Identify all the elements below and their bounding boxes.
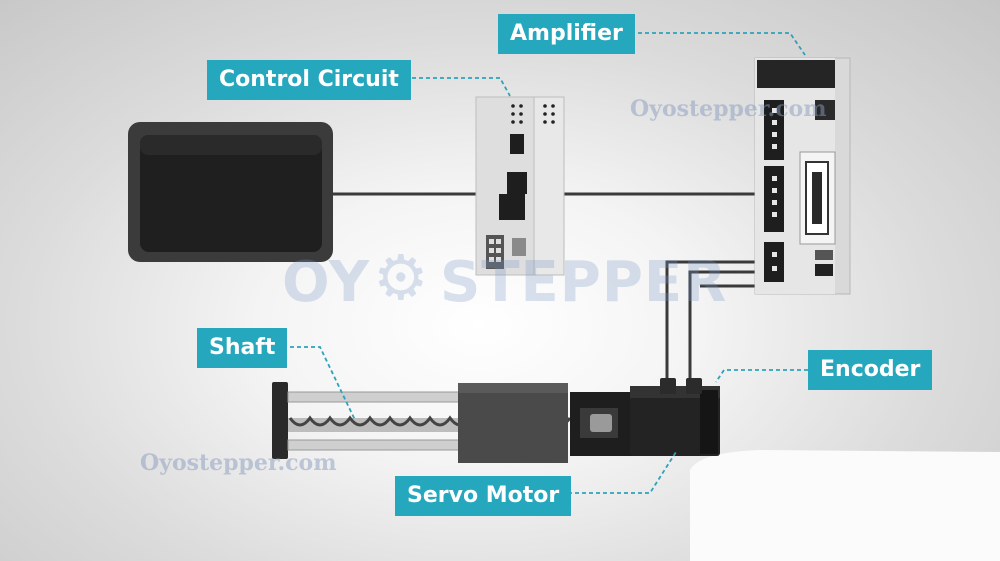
floor-highlight: [690, 450, 1000, 561]
watermark-logo-left: OY: [282, 250, 371, 315]
shaft-linear-stage: [272, 382, 572, 463]
shaft-label: Shaft: [197, 328, 288, 368]
display-monitor: [128, 122, 333, 262]
amplifier-unit: [754, 57, 851, 295]
servo-motor-label: Servo Motor: [395, 476, 572, 516]
watermark-site-top: Oyostepper.com: [630, 96, 827, 122]
amplifier-label: Amplifier: [498, 14, 635, 54]
watermark-gear-icon: ⚙: [373, 241, 429, 314]
watermark-site-bottom: Oyostepper.com: [140, 450, 337, 476]
servo-motor-body: [570, 386, 720, 456]
encoder-label: Encoder: [808, 350, 933, 390]
control-circuit-label: Control Circuit: [207, 60, 411, 100]
encoder-connectors: [660, 378, 702, 394]
control-circuit-unit: [475, 96, 565, 276]
connection-cables: [333, 192, 760, 380]
callout-leaders: [283, 32, 808, 494]
watermark-logo-right: STEPPER: [440, 250, 728, 315]
